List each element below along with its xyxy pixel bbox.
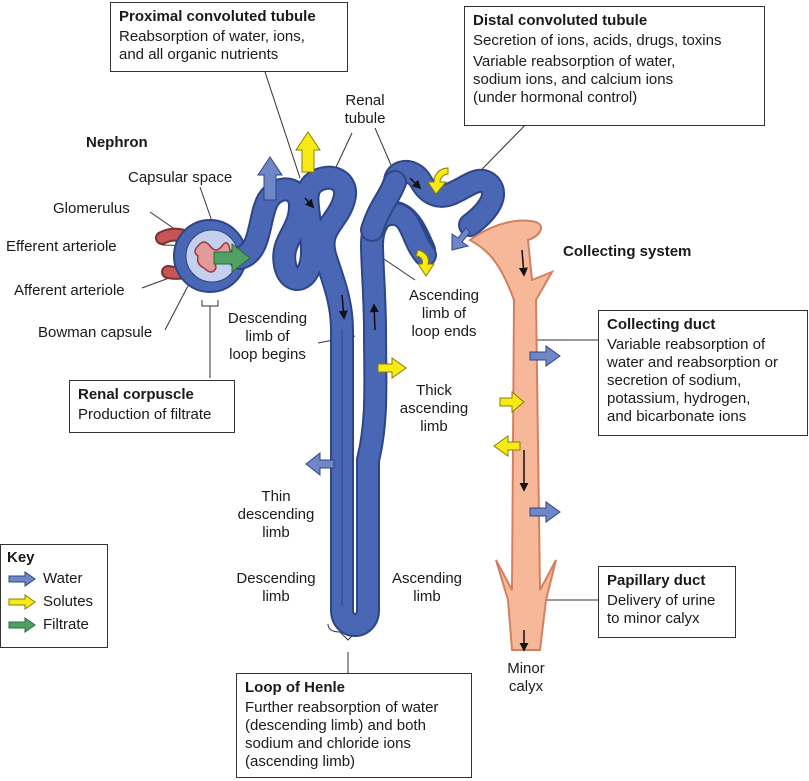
legend-key: Key Water Solutes Filtrate: [0, 544, 108, 648]
label-descending-limb-begins: Descending limb of loop begins: [227, 310, 308, 363]
water-arrow-proximal: [257, 156, 283, 201]
renal-tubule: [228, 160, 505, 637]
box-title: Papillary duct: [607, 572, 706, 589]
legend-title: Key: [7, 549, 35, 566]
label-efferent-arteriole: Efferent arteriole: [6, 238, 117, 255]
solute-arrow-collecting-out: [493, 435, 521, 457]
box-distal-convoluted-tubule: Distal convoluted tubule Secretion of io…: [464, 6, 765, 126]
box-desc: Variable reabsorption of water and reabs…: [607, 336, 778, 425]
label-minor-calyx: Minor calyx: [507, 660, 545, 695]
flow-arrows: [304, 177, 529, 652]
label-thick-ascending-limb: Thick ascending limb: [399, 382, 469, 435]
box-renal-corpuscle: Renal corpuscle Production of filtrate: [69, 380, 235, 433]
water-arrow-icon: [8, 570, 36, 587]
box-papillary-duct: Papillary duct Delivery of urine to mino…: [598, 566, 736, 638]
box-desc: Reabsorption of water, ions, and all org…: [119, 28, 305, 63]
box-title: Loop of Henle: [245, 679, 345, 696]
solute-arrow-collecting-in: [499, 390, 525, 414]
label-ascending-limb: Ascending limb: [391, 570, 463, 605]
label-glomerulus: Glomerulus: [53, 200, 130, 217]
label-renal-tubule: Renal tubule: [344, 92, 386, 127]
label-descending-limb: Descending limb: [236, 570, 316, 605]
water-arrow-collecting-2: [529, 501, 561, 523]
label-capsular-space: Capsular space: [128, 169, 233, 186]
legend-label: Filtrate: [43, 616, 89, 633]
diagram-title: Nephron: [86, 134, 148, 151]
legend-item-solutes: Solutes: [7, 590, 101, 613]
label-collecting-system: Collecting system: [563, 243, 692, 260]
label-bowman-capsule: Bowman capsule: [38, 324, 153, 341]
label-afferent-arteriole: Afferent arteriole: [14, 282, 125, 299]
box-desc: Further reabsorption of water (descendin…: [245, 699, 439, 770]
box-desc: Delivery of urine to minor calyx: [607, 592, 716, 627]
box-title: Proximal convoluted tubule: [119, 8, 316, 25]
legend-label: Solutes: [43, 593, 94, 610]
box-desc-2: Variable reabsorption of water, sodium i…: [473, 53, 676, 106]
water-arrow-descending: [305, 451, 335, 477]
box-collecting-duct: Collecting duct Variable reabsorption of…: [598, 310, 808, 436]
box-title: Collecting duct: [607, 316, 716, 333]
solute-arrow-distal-in: [427, 167, 449, 195]
water-arrow-collecting-1: [529, 345, 561, 367]
bowman-capsule: [173, 219, 247, 293]
label-thin-descending-limb: Thin descending limb: [237, 488, 315, 541]
filtrate-arrow-icon: [8, 616, 36, 633]
solute-arrow-icon: [8, 593, 36, 610]
water-arrows: [257, 156, 561, 523]
legend-label: Water: [43, 570, 83, 587]
box-desc-1: Secretion of ions, acids, drugs, toxins: [473, 32, 722, 49]
solute-arrow-thick: [377, 357, 407, 379]
label-ascending-limb-ends: Ascending limb of loop ends: [408, 287, 480, 340]
legend-item-water: Water: [7, 567, 101, 590]
box-desc: Production of filtrate: [78, 406, 212, 423]
legend-item-filtrate: Filtrate: [7, 613, 101, 636]
collecting-duct: [468, 219, 557, 651]
box-title: Distal convoluted tubule: [473, 12, 648, 29]
solute-arrow-ascending: [415, 249, 435, 277]
water-arrow-distal: [451, 227, 471, 251]
solute-arrows: [295, 131, 525, 457]
box-title: Renal corpuscle: [78, 386, 194, 403]
filtrate-arrow: [213, 242, 251, 274]
box-proximal-convoluted-tubule: Proximal convoluted tubule Reabsorption …: [110, 2, 348, 72]
solute-arrow-proximal: [295, 131, 321, 173]
box-loop-of-henle: Loop of Henle Further reabsorption of wa…: [236, 673, 472, 778]
